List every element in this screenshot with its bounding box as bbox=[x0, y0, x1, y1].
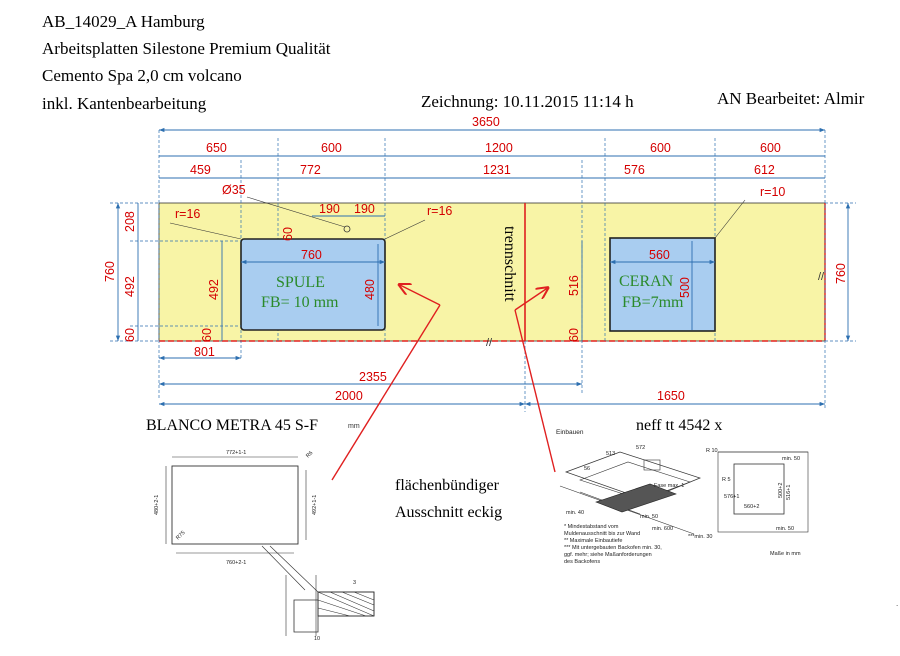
neff-masse: Maße in mm bbox=[770, 551, 801, 557]
blanco-r6: R6 bbox=[305, 450, 314, 459]
svg-text:* Mindestabstand vom: * Mindestabstand vom bbox=[564, 524, 619, 530]
neff-d56: 56 bbox=[584, 466, 590, 472]
hob-name: CERAN bbox=[619, 273, 674, 290]
svg-text:Muldenausschnitt bis zur Wand: Muldenausschnitt bis zur Wand bbox=[564, 531, 640, 537]
neff-min50r: min. 50 bbox=[782, 456, 800, 462]
neff-d516: 516+1 bbox=[786, 485, 792, 500]
blanco-label: BLANCO METRA 45 S-F bbox=[146, 417, 318, 434]
neff-min50: min. 50 bbox=[640, 514, 658, 520]
dim-radius-right: r=10 bbox=[760, 185, 785, 199]
dim-row1-d: 600 bbox=[650, 141, 671, 155]
dim-row1-b: 600 bbox=[321, 141, 342, 155]
leader-radius-right bbox=[714, 199, 746, 239]
neff-brand: Einbauen bbox=[556, 429, 584, 436]
tap-hole bbox=[343, 225, 351, 233]
leader-radius-mid bbox=[384, 219, 426, 240]
dim-hob-560: 560 bbox=[649, 248, 670, 262]
neff-r5: R 5 bbox=[722, 477, 731, 483]
blanco-unit: mm bbox=[348, 423, 360, 430]
dim-left-208: 208 bbox=[123, 211, 137, 232]
dim-left-60: 60 bbox=[123, 328, 137, 342]
svg-text:10: 10 bbox=[314, 636, 320, 642]
dim-row2-d: 576 bbox=[624, 163, 645, 177]
break-mark-bottom: // bbox=[486, 337, 493, 349]
hob-cutout bbox=[609, 237, 716, 332]
dim-hob-60: 60 bbox=[567, 328, 581, 342]
header-line-3: Cemento Spa 2,0 cm volcano bbox=[42, 66, 242, 85]
dim-radius-mid: r=16 bbox=[427, 204, 452, 218]
dim-row1-a: 650 bbox=[206, 141, 227, 155]
dim-depth-total-right: 760 bbox=[834, 263, 848, 284]
dim-row2-b: 772 bbox=[300, 163, 321, 177]
header-line-1: AB_14029_A Hamburg bbox=[42, 12, 205, 31]
svg-text:des Backofens: des Backofens bbox=[564, 559, 600, 565]
trennschnitt-label: trennschnitt bbox=[501, 226, 518, 302]
leader-diameter bbox=[246, 196, 346, 228]
dim-sink-760: 760 bbox=[301, 248, 322, 262]
dim-tap-right: 190 bbox=[354, 202, 375, 216]
dim-801: 801 bbox=[194, 345, 215, 359]
dim-tap-left: 190 bbox=[319, 202, 340, 216]
dim-left-492: 492 bbox=[123, 276, 137, 297]
blanco-h480: 480+2-1 bbox=[154, 495, 160, 515]
flush-label-1: flächenbündiger bbox=[395, 477, 500, 494]
dim-depth-total: 760 bbox=[103, 261, 117, 282]
dim-2000: 2000 bbox=[335, 389, 363, 403]
flush-label-2: Ausschnitt eckig bbox=[395, 504, 502, 521]
svg-text:3: 3 bbox=[353, 580, 356, 586]
blanco-r75: R75 bbox=[175, 530, 186, 541]
neff-label: neff tt 4542 x bbox=[636, 417, 722, 434]
dim-diameter: Ø35 bbox=[222, 183, 246, 197]
dim-hob-516: 516 bbox=[567, 275, 581, 296]
svg-text:** Maximale Einbautiefe: ** Maximale Einbautiefe bbox=[564, 538, 622, 544]
svg-text:ggf. mehr; siehe Maßanforderun: ggf. mehr; siehe Maßanforderungen bbox=[564, 552, 652, 558]
header-line-2: Arbeitsplatten Silestone Premium Qualitä… bbox=[42, 39, 331, 58]
drawing-date: Zeichnung: 10.11.2015 11:14 h bbox=[421, 92, 634, 111]
hob-fb: FB=7mm bbox=[622, 294, 684, 311]
editor-label: AN Bearbeitet: Almir bbox=[717, 89, 865, 108]
blanco-sink-drawing: 772+1-1 760+2-1 480+2-1 492+1-1 R6 R75 3… bbox=[154, 450, 375, 642]
red-arrow-line-left bbox=[331, 304, 441, 481]
red-arrow-head-left bbox=[398, 284, 441, 306]
red-arrow-head-right bbox=[514, 287, 549, 311]
dim-1650: 1650 bbox=[657, 389, 685, 403]
dim-row2-a: 459 bbox=[190, 163, 211, 177]
neff-d560: 560+2 bbox=[744, 504, 759, 510]
sink-name: SPULE bbox=[276, 274, 325, 291]
dim-hob-500: 500 bbox=[678, 277, 692, 298]
dim-sink-480: 480 bbox=[363, 279, 377, 300]
neff-d576: 576+1 bbox=[724, 494, 739, 500]
neff-d500: 500+2 bbox=[778, 483, 784, 498]
dim-2355: 2355 bbox=[359, 370, 387, 384]
dim-row1-e: 600 bbox=[760, 141, 781, 155]
leader-radius-left bbox=[169, 222, 242, 240]
dim-total: 3650 bbox=[472, 115, 500, 129]
neff-fase: Fase max. 1 bbox=[654, 483, 684, 489]
dim-sink-492: 492 bbox=[207, 279, 221, 300]
header-line-4: inkl. Kantenbearbeitung bbox=[42, 94, 207, 113]
neff-min600: min. 600 bbox=[652, 526, 673, 532]
dim-row2-c: 1231 bbox=[483, 163, 511, 177]
red-arrow-line-right bbox=[514, 309, 556, 473]
blanco-w772: 772+1-1 bbox=[226, 450, 246, 456]
neff-hob-drawing: Einbauen 513 572 56 Fase max. 1 min. 40 … bbox=[556, 429, 809, 565]
neff-d572: 572 bbox=[636, 445, 645, 451]
dim-row1-c: 1200 bbox=[485, 141, 513, 155]
svg-text:min. 50: min. 50 bbox=[776, 526, 794, 532]
blanco-w760: 760+2-1 bbox=[226, 560, 246, 566]
dim-radius-left: r=16 bbox=[175, 207, 200, 221]
sink-fb: FB= 10 mm bbox=[261, 294, 339, 311]
svg-text:*** Mit untergebauten Backofen: *** Mit untergebauten Backofen min. 30, bbox=[564, 545, 662, 551]
blanco-h492: 492+1-1 bbox=[312, 495, 318, 515]
neff-min40: min. 40 bbox=[566, 510, 584, 516]
break-mark-right: // bbox=[818, 271, 825, 283]
dim-sink-60-bottom: 60 bbox=[200, 328, 214, 342]
neff-d513: 513 bbox=[606, 451, 615, 457]
svg-text:.: . bbox=[896, 599, 898, 608]
neff-r10: R 10 bbox=[706, 448, 718, 454]
neff-min30: ***min. 30 bbox=[688, 534, 712, 540]
dim-sink-60-top: 60 bbox=[281, 227, 295, 241]
dim-row2-e: 612 bbox=[754, 163, 775, 177]
